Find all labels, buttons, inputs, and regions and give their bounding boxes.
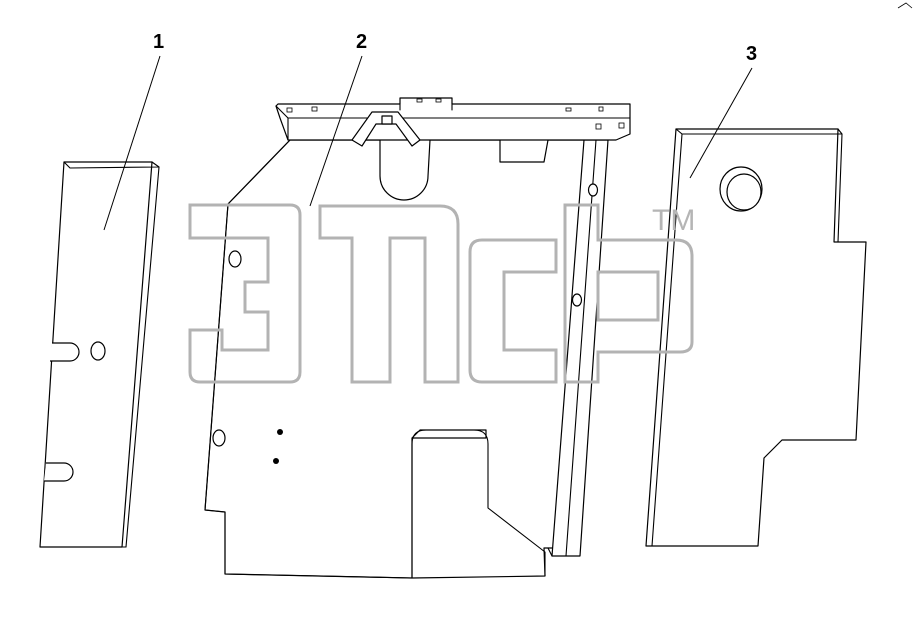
svg-text:1: 1: [153, 31, 164, 53]
callout-3: 3: [689, 43, 757, 179]
callout-1: 1: [103, 31, 164, 231]
trademark-symbol: TM: [652, 204, 695, 237]
corner-mark: [897, 2, 913, 9]
callout-2: 2: [309, 31, 367, 207]
svg-text:3: 3: [746, 43, 757, 65]
svg-text:2: 2: [356, 31, 367, 53]
watermark-logo: TM: [188, 203, 695, 384]
part-1-strip: [39, 161, 160, 548]
part-3-panel: [645, 128, 867, 547]
